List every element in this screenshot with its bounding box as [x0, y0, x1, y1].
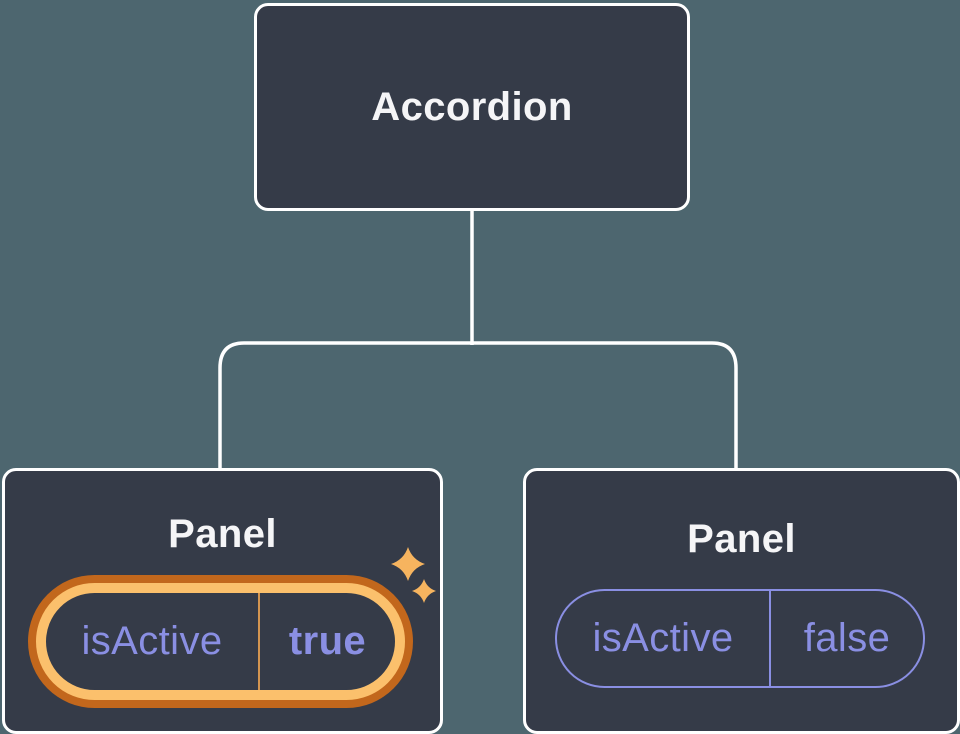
state-pill-active: isActive true [36, 583, 405, 700]
pill-divider [258, 593, 260, 690]
accordion-node: Accordion [254, 3, 690, 211]
sparkle-large [391, 547, 425, 581]
state-prop-value: false [803, 616, 891, 660]
state-pill-inactive: isActive false [555, 589, 925, 688]
panel-node-label: Panel [168, 511, 277, 556]
connector-branch [218, 341, 738, 470]
accordion-node-label: Accordion [371, 84, 573, 129]
state-prop-name: isActive [592, 616, 734, 660]
sparkle-small [412, 579, 436, 603]
state-prop-value: true [288, 619, 367, 663]
sparkles-icon [391, 547, 436, 603]
state-prop-name: isActive [81, 619, 223, 663]
panel-node-inactive: Panel isActive false [523, 468, 960, 734]
panel-title: Panel [5, 508, 440, 560]
pill-divider [769, 591, 771, 686]
panel-node-label: Panel [687, 516, 796, 561]
panel-node-active: Panel isActive true [2, 468, 443, 734]
panel-title: Panel [526, 513, 957, 565]
